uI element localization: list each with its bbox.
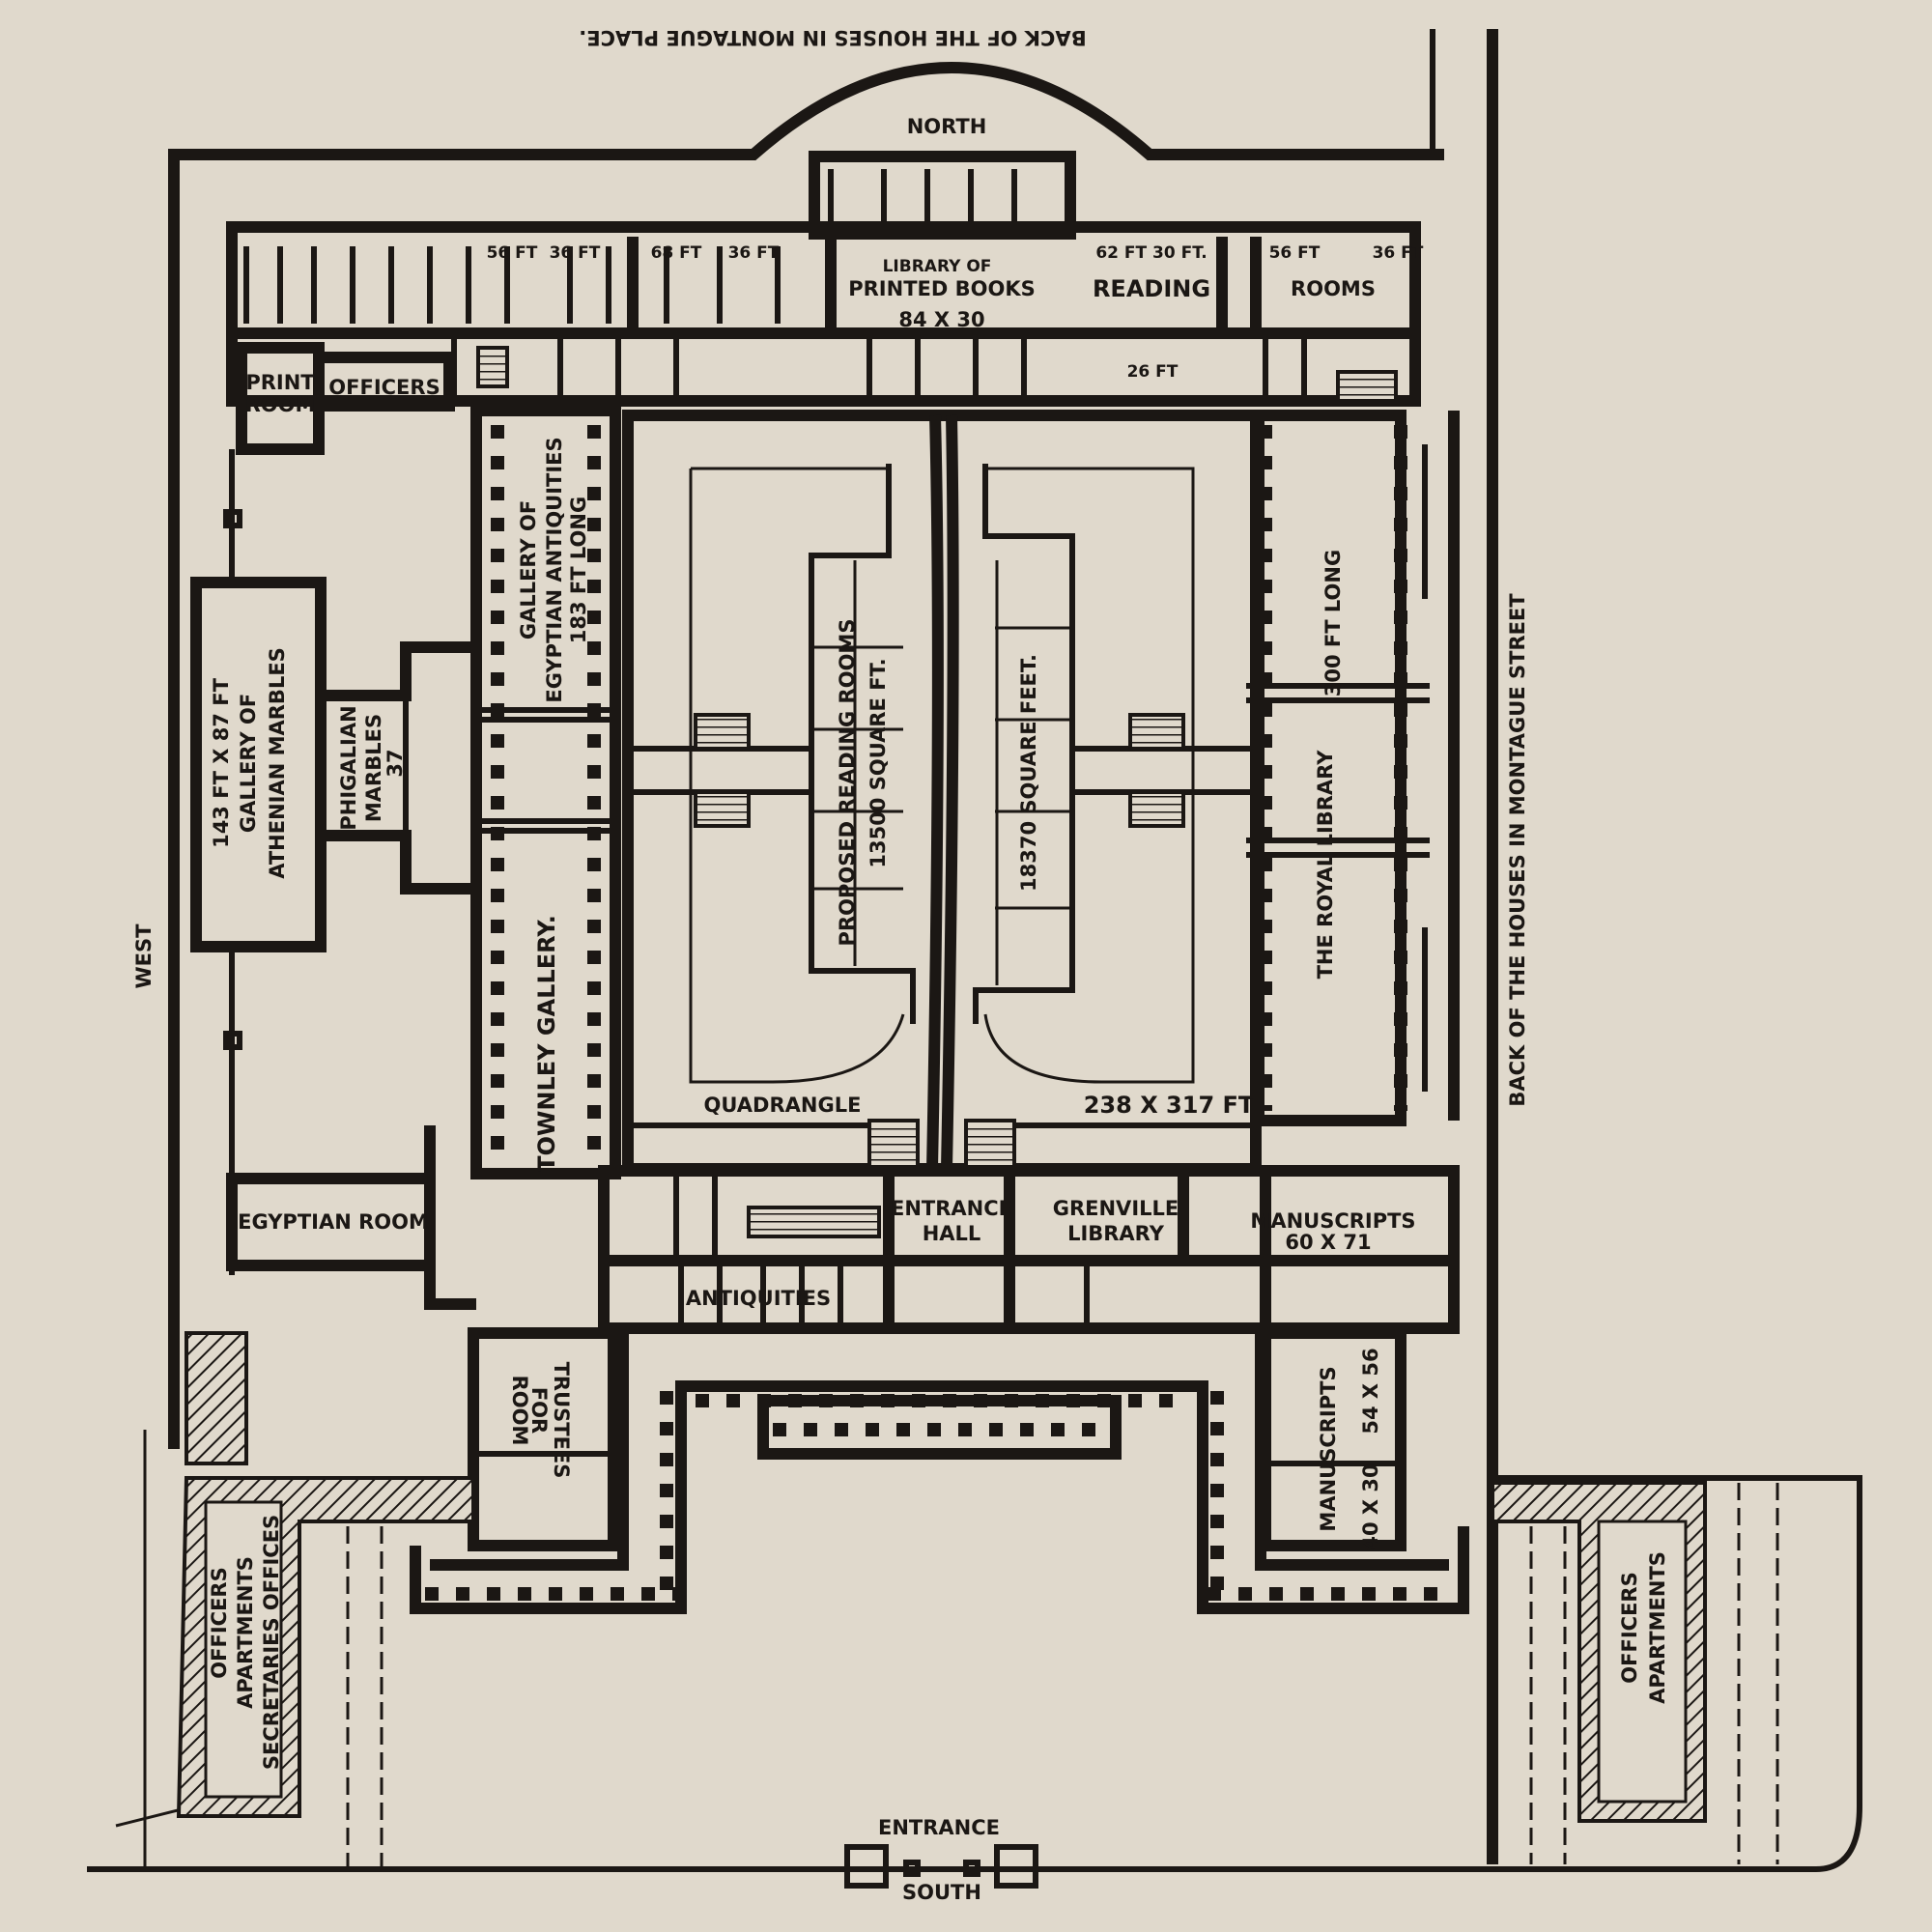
south-range: ENTRANCE HALL GRENVILLE LIBRARY MANUSCRI…	[598, 1165, 1460, 1334]
trustees-room-label: TRUSTEES	[550, 1362, 573, 1479]
library-printed-books-dimension: 84 X 30	[898, 308, 984, 331]
officers-apartments-label: APARTMENTS	[234, 1556, 257, 1709]
officers-label: OFFICERS	[328, 376, 440, 399]
room-dimension: 56 FT	[487, 243, 538, 263]
antiquities-label: ANTIQUITIES	[686, 1287, 831, 1310]
officers-apartments-label: APARTMENTS	[1646, 1551, 1669, 1704]
entrance-hall-label: HALL	[923, 1222, 981, 1245]
print-room-label: PRINT	[245, 371, 315, 394]
east-area-label: 18370 SQUARE FEET.	[1017, 654, 1040, 892]
phigalian-marbles-label: PHIGALIAN	[337, 705, 360, 830]
north-street-label: BACK OF THE HOUSES IN MONTAGUE PLACE.	[579, 26, 1086, 49]
south-portico: ROOM FOR TRUSTEES MANUSCRIPTS 54 X 56 40…	[176, 1327, 1779, 1869]
entrance-hall-label: ENTRANCE	[891, 1197, 1012, 1220]
north-label: NORTH	[907, 115, 987, 138]
athenian-gallery-dimension: 143 FT X 87 FT	[210, 677, 233, 848]
east-wing: 300 FT LONG THE ROYAL LIBRARY	[1246, 410, 1460, 1126]
manuscripts-dimension: 40 X 30	[1359, 1463, 1382, 1549]
corridor-dimension: 26 FT	[1127, 362, 1179, 382]
grenville-library-label: GRENVILLE	[1053, 1197, 1179, 1220]
south-label: SOUTH	[902, 1881, 981, 1904]
west-wing: PRINT ROOM OFFICERS 143 FT X 87 FT GALLE…	[185, 342, 621, 1465]
print-room-label: ROOM	[245, 393, 316, 416]
manuscripts-dimension: 60 X 71	[1285, 1231, 1371, 1254]
reading-rooms-label: ROOMS	[1291, 277, 1376, 300]
site-boundary	[87, 29, 1862, 1872]
quadrangle-dimension: 238 X 317 FT	[1084, 1092, 1255, 1119]
north-range: 56 FT 36 FT 68 FT 36 FT LIBRARY OF PRINT…	[226, 151, 1424, 407]
egyptian-gallery-dimension: 183 FT LONG	[567, 497, 590, 643]
trustees-room-label: FOR	[527, 1387, 551, 1434]
townley-gallery-label: TOWNLEY GALLERY.	[533, 915, 560, 1172]
athenian-gallery-label: ATHENIAN MARBLES	[266, 647, 289, 879]
egyptian-gallery-label: EGYPTIAN ANTIQUITIES	[543, 437, 566, 702]
room-dimension: 36 FT	[1373, 243, 1424, 263]
manuscripts-label: MANUSCRIPTS	[1250, 1209, 1415, 1233]
trustees-room-label: ROOM	[508, 1376, 531, 1446]
phigalian-marbles-dimension: 37	[384, 749, 407, 777]
quadrangle-label: QUADRANGLE	[704, 1094, 862, 1117]
manuscripts-label: MANUSCRIPTS	[1317, 1366, 1340, 1531]
entrance-gates: ENTRANCE	[844, 1816, 1038, 1889]
royal-library-label: THE ROYAL LIBRARY	[1314, 750, 1337, 980]
reading-room-dimension: 62 FT 30 FT.	[1095, 243, 1207, 263]
officers-apartments-label: OFFICERS	[208, 1567, 231, 1678]
room-dimension: 36 FT	[728, 243, 780, 263]
egyptian-gallery-label: GALLERY OF	[517, 500, 540, 639]
room-dimension: 36 FT	[550, 243, 601, 263]
quadrangle: PROPOSED READING ROOMS 13500 SQUARE FT. …	[622, 410, 1262, 1175]
room-dimension: 56 FT	[1269, 243, 1321, 263]
officers-apartments-label: OFFICERS	[1618, 1572, 1641, 1683]
proposed-reading-rooms-label: PROPOSED READING ROOMS	[836, 619, 859, 947]
entrance-label: ENTRANCE	[878, 1816, 1000, 1839]
egyptian-room-label: EGYPTIAN ROOM	[238, 1210, 429, 1234]
athenian-gallery-label: GALLERY OF	[237, 694, 260, 833]
royal-library-dimension: 300 FT LONG	[1321, 550, 1345, 696]
grenville-library-label: LIBRARY	[1067, 1222, 1165, 1245]
east-street-label: BACK OF THE HOUSES IN MONTAGUE STREET	[1506, 593, 1529, 1107]
reading-rooms-label: READING	[1093, 275, 1210, 302]
library-printed-books-label: PRINTED BOOKS	[848, 277, 1035, 300]
west-label: WEST	[132, 923, 156, 989]
room-dimension: 68 FT	[651, 243, 702, 263]
phigalian-marbles-label: MARBLES	[362, 714, 385, 822]
proposed-reading-rooms-area: 13500 SQUARE FT.	[867, 658, 890, 867]
manuscripts-dimension: 54 X 56	[1359, 1348, 1382, 1434]
secretaries-offices-label: SECRETARIES OFFICES	[260, 1515, 283, 1770]
library-printed-books-label: LIBRARY OF	[883, 257, 992, 276]
